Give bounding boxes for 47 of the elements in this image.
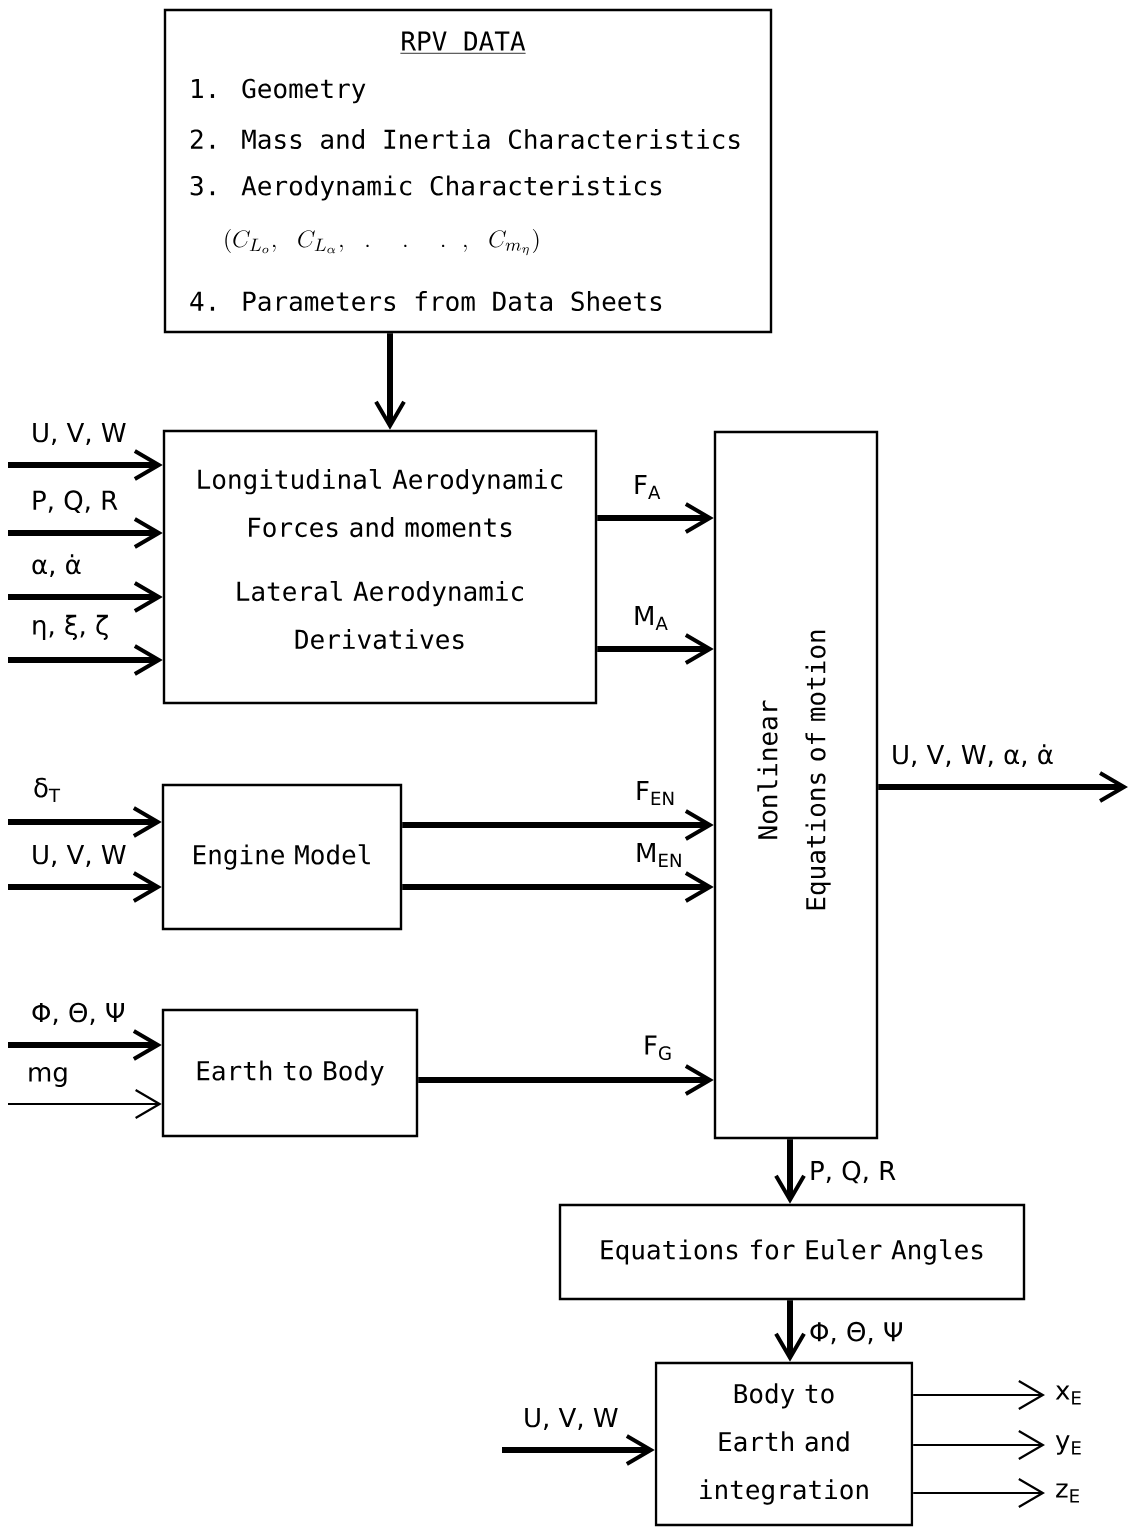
arrow	[913, 1430, 1045, 1460]
edge-label: P, Q, R	[811, 1160, 896, 1184]
edge-label: M$_{A}$	[635, 606, 668, 630]
arrow	[8, 644, 163, 676]
arrow	[913, 1380, 1045, 1410]
data-box: RPV DATA 1. Geometry 2. Mass and Inertia Characteristics 3. Aerodynamic Characteristics $(C_{L_o},\ C_{L_\alpha},\ .\ \ .\ \ .\ ,\ C_{m_\eta})$ 4. Parameters from Data Sheets	[163, 8, 773, 334]
edge-label: M$_{EN}$	[637, 843, 681, 867]
edge-label: U, V, W	[525, 1408, 618, 1430]
arrow	[878, 771, 1128, 803]
edge-label: α, α̇	[32, 554, 81, 577]
edge-label: U, V, W	[33, 423, 126, 445]
process-box: Body to Earth and integration	[654, 1361, 914, 1527]
edge-label: F$_{A}$	[635, 475, 661, 499]
process-box: Engine Model	[161, 783, 403, 931]
edge-label: x$_{E}$	[1055, 1385, 1081, 1405]
arrow	[913, 1478, 1045, 1508]
edge-label: Φ, Θ, Ψ	[810, 1321, 902, 1345]
edge-label: z$_{E}$	[1056, 1483, 1079, 1503]
arrow	[8, 1029, 162, 1061]
arrow	[418, 1064, 714, 1096]
edge-label: Φ, Θ, Ψ	[32, 1002, 124, 1025]
arrow	[8, 1089, 162, 1119]
arrow	[774, 1139, 806, 1204]
edge-label: P, Q, R	[33, 490, 118, 513]
edge-label: F$_{EN}$	[637, 781, 674, 805]
arrow	[402, 871, 714, 903]
process-box: Earth to Body	[161, 1008, 419, 1138]
arrow	[8, 581, 163, 613]
arrow	[502, 1434, 655, 1466]
edge-label: F$_{G}$	[645, 1035, 671, 1060]
arrow	[597, 633, 714, 665]
edge-label: U, V, W	[33, 845, 126, 867]
arrow	[402, 809, 714, 841]
arrow	[597, 502, 714, 534]
process-box: Equations for Euler Angles	[558, 1203, 1026, 1301]
edge-label: mg	[29, 1067, 67, 1087]
edge-label: U, V, W, α, α̇	[893, 744, 1053, 767]
arrow	[8, 806, 162, 838]
process-box: Nonlinear Equations of motion	[713, 430, 879, 1140]
edge-label: y$_{E}$	[1055, 1435, 1081, 1455]
arrow	[8, 517, 163, 549]
edge-label: δ$_{T}$	[34, 777, 61, 802]
arrow	[8, 871, 162, 903]
process-box: Longitudinal Aerodynamic Forces and moments Lateral Aerodynamic Derivatives	[162, 429, 598, 705]
edge-label: η, ξ, ζ	[33, 614, 108, 640]
arrow	[8, 449, 163, 481]
arrow	[374, 333, 406, 430]
